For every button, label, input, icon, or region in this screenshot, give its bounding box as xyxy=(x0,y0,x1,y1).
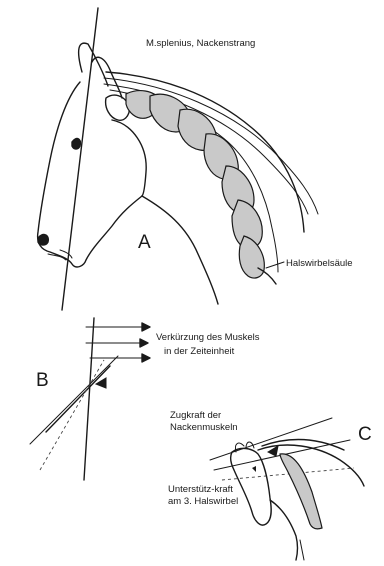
zugkraft-label-line1: Zugkraft der xyxy=(170,410,221,421)
c-eye xyxy=(252,466,256,472)
panel-a: A M.splenius, Nackenstrang Halswirbelsäu… xyxy=(38,8,353,310)
zugkraft-label-line2: Nackenmuskeln xyxy=(170,422,238,433)
horse-eye xyxy=(72,139,80,149)
horse-nostril xyxy=(38,235,48,245)
horse-ears xyxy=(79,43,122,98)
unterstuetz-label-line2: am 3. Halswirbel xyxy=(168,496,238,507)
b-axis-line-2 xyxy=(46,366,110,432)
panel-c-label: C xyxy=(358,424,372,445)
panel-a-label: A xyxy=(138,232,151,253)
panel-b: B Verkürzung des Muskels in der Zeiteinh… xyxy=(30,318,260,480)
c-head-outline xyxy=(231,448,272,525)
verkuerzung-label-line2: in der Zeiteinheit xyxy=(164,346,235,357)
b-arrow-3-head xyxy=(142,354,150,362)
c-chest-line xyxy=(300,540,304,560)
c-arrow-head xyxy=(268,446,278,456)
panel-c: C Zugkraft der Nackenmuskeln Unterstütz-… xyxy=(168,410,372,560)
b-arrow-2-head xyxy=(140,339,148,347)
unterstuetz-label-line1: Unterstütz-kraft xyxy=(168,484,233,495)
c-neck-underside xyxy=(270,500,298,560)
halswirbelsaeule-leader xyxy=(266,262,284,268)
panel-b-label: B xyxy=(36,370,49,391)
horse-jaw xyxy=(112,120,146,196)
b-dashed-line xyxy=(40,360,104,470)
b-arrow-1-head xyxy=(142,323,150,331)
splenius-label: M.splenius, Nackenstrang xyxy=(146,38,255,49)
b-axis-line-1 xyxy=(84,318,94,480)
halswirbelsaeule-label: Halswirbelsäule xyxy=(286,258,353,269)
horse-neck-underside xyxy=(142,196,218,304)
vertebra-c7 xyxy=(239,236,264,278)
verkuerzung-label-line1: Verkürzung des Muskels xyxy=(156,332,260,343)
horse-head-outline xyxy=(38,82,142,267)
